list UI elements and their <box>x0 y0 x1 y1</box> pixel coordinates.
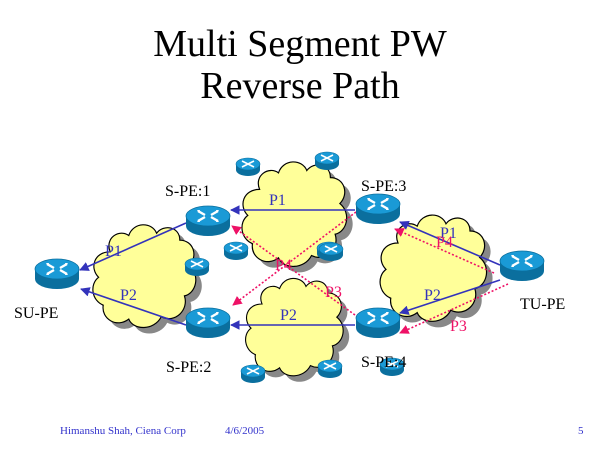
label-p1-right: P1 <box>440 225 457 242</box>
label-spe1: S-PE:1 <box>165 183 210 200</box>
footer-date: 4/6/2005 <box>225 425 265 437</box>
label-p3-mid: P3 <box>325 284 342 301</box>
router-spe3-icon <box>354 192 402 226</box>
label-p1-left: P1 <box>105 243 122 260</box>
label-p2-right: P2 <box>424 287 441 304</box>
footer-page-number: 5 <box>578 425 584 437</box>
cloud-left <box>92 224 202 334</box>
label-p3-right: P3 <box>450 318 467 335</box>
path-p1-spe1-to-supe <box>79 222 187 271</box>
path-p2-spe2-to-supe <box>80 287 187 326</box>
label-spe3: S-PE:3 <box>361 178 406 195</box>
label-p1-mid: P1 <box>269 192 286 209</box>
label-spe4: S-PE:4 <box>361 354 406 371</box>
router-spe2-icon <box>184 306 232 340</box>
path-p1-tupe-to-spe3 <box>399 221 501 266</box>
small-router-icon <box>318 242 344 262</box>
router-tu-pe-icon <box>498 249 546 283</box>
path-p3-spe4-to-spe1 <box>231 225 356 316</box>
label-spe2: S-PE:2 <box>166 359 211 376</box>
router-spe4-icon <box>354 306 402 340</box>
small-router-icon <box>317 359 343 379</box>
label-su-pe: SU-PE <box>14 305 58 322</box>
footer-author: Himanshu Shah, Ciena Corp <box>60 425 186 437</box>
label-p4-right: P4 <box>436 234 453 251</box>
slide-title-line2: Reverse Path <box>200 65 400 107</box>
router-su-pe-icon <box>33 257 81 291</box>
small-router-icon <box>223 241 249 261</box>
small-router-icon <box>314 151 340 171</box>
label-p2-left: P2 <box>120 287 137 304</box>
small-router-icon <box>235 157 261 177</box>
slide-title-line1: Multi Segment PW <box>153 23 447 65</box>
router-spe1-icon <box>184 204 232 238</box>
label-p4-mid: P4 <box>275 257 292 274</box>
path-p4-spe3-to-spe2 <box>232 211 357 306</box>
small-router-icon <box>240 364 266 384</box>
label-tu-pe: TU-PE <box>520 296 565 313</box>
label-p2-mid: P2 <box>280 307 297 324</box>
path-p2-tupe-to-spe4 <box>399 279 501 315</box>
cloud-right <box>379 214 493 328</box>
small-router-icon <box>184 257 210 277</box>
